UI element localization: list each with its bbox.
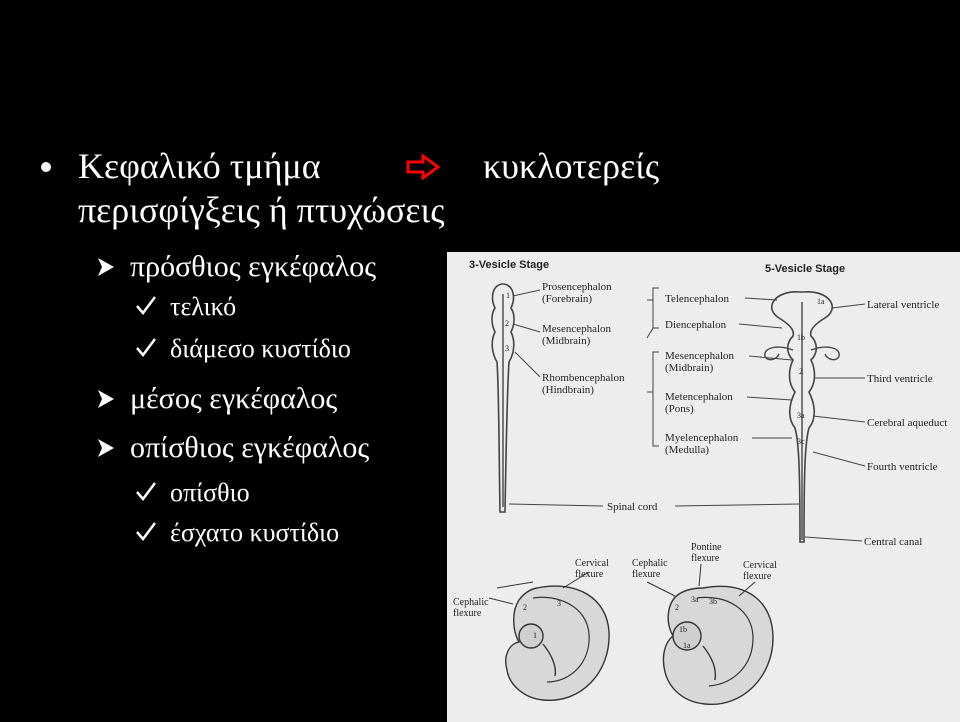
check-mark-icon	[136, 296, 156, 315]
right-pointer-icon	[98, 390, 114, 408]
label-prosencephalon: Prosencephalon	[542, 281, 612, 293]
brain-vesicle-figure: 3-Vesicle Stage 5-Vesicle Stage 1 2 3 Pr…	[447, 252, 960, 722]
hollow-right-arrow-icon	[406, 154, 441, 180]
five-vesicle-tube	[764, 291, 840, 543]
brackets	[646, 287, 659, 447]
right-pointer-icon	[98, 439, 114, 457]
label-spinal-cord: Spinal cord	[607, 501, 658, 513]
embryo-right-number-2: 2	[675, 603, 679, 612]
label-myelencephalon: Myelencephalon	[665, 432, 739, 444]
label-cervical-flexure-right-2: flexure	[743, 571, 772, 582]
label-pontine-flexure-1: Pontine	[691, 542, 722, 553]
embryo-left-number-1: 1	[533, 631, 537, 640]
label-pontine-flexure-2: flexure	[691, 553, 720, 564]
three-leader-lines	[512, 289, 541, 378]
three-number-1: 1	[506, 291, 510, 300]
label-midbrain-5: (Midbrain)	[665, 362, 714, 374]
three-number-2: 2	[505, 319, 509, 328]
three-vesicle-title: 3-Vesicle Stage	[469, 259, 549, 271]
label-metencephalon: Metencephalon	[665, 391, 733, 403]
check-mark-icon	[136, 338, 156, 357]
brain-vesicle-diagram: 3-Vesicle Stage 5-Vesicle Stage 1 2 3 Pr…	[453, 259, 947, 705]
label-cephalic-flexure-left-1: Cephalic	[453, 597, 489, 608]
label-cephalic-flexure-left-2: flexure	[453, 608, 482, 619]
embryo-right	[646, 563, 774, 705]
bullet-dot-icon	[41, 162, 51, 172]
label-pons: (Pons)	[665, 403, 694, 415]
label-lateral-ventricle: Lateral ventricle	[867, 299, 939, 311]
right-leader-lines	[508, 303, 866, 542]
five-number-1b: 1b	[797, 333, 805, 342]
label-cervical-flexure-mid-2: flexure	[575, 569, 604, 580]
label-hindbrain: (Hindbrain)	[542, 384, 594, 396]
embryo-right-number-1b: 1b	[679, 625, 687, 634]
embryo-left-number-3: 3	[557, 599, 561, 608]
hindbrain-sub-myelencephalon: έσχατο κυστίδιο	[170, 518, 340, 547]
label-mesencephalon-5: Mesencephalon	[665, 350, 735, 362]
label-midbrain-3: (Midbrain)	[542, 335, 591, 347]
check-mark-icon	[136, 482, 156, 501]
embryo-left	[488, 571, 610, 701]
label-telencephalon: Telencephalon	[665, 293, 729, 305]
hindbrain-item: οπίσθιος εγκέφαλος	[130, 431, 370, 464]
embryo-right-number-3a: 3a	[691, 595, 699, 604]
label-diencephalon: Diencephalon	[665, 319, 727, 331]
main-point-line1-a: Κεφαλικό τμήμα	[78, 146, 321, 186]
main-point-line1-b: κυκλοτερείς	[483, 146, 660, 186]
hindbrain-sub-metencephalon: οπίσθιο	[170, 478, 250, 507]
embryo-right-number-1a: 1a	[683, 641, 691, 650]
embryo-right-number-3b: 3b	[709, 597, 717, 606]
label-cervical-flexure-mid-1: Cervical	[575, 558, 609, 569]
check-mark-icon	[136, 522, 156, 541]
right-pointer-icon	[98, 258, 114, 276]
five-number-3a: 3a	[797, 411, 805, 420]
label-cerebral-aqueduct: Cerebral aqueduct	[867, 417, 947, 429]
forebrain-sub-diencephalon: διάμεσο κυστίδιο	[170, 334, 351, 363]
forebrain-sub-telencephalon: τελικό	[170, 292, 237, 321]
five-number-3c: 3c	[797, 437, 805, 446]
three-vesicle-tube	[491, 283, 515, 513]
main-point-line2: περισφίγξεις ή πτυχώσεις	[78, 190, 445, 230]
label-fourth-ventricle: Fourth ventricle	[867, 461, 938, 473]
label-rhombencephalon: Rhombencephalon	[542, 372, 625, 384]
label-central-canal: Central canal	[864, 536, 922, 548]
five-number-1a: 1a	[817, 297, 825, 306]
five-number-2: 2	[799, 367, 803, 376]
label-mesencephalon-3: Mesencephalon	[542, 323, 612, 335]
midbrain-item: μέσος εγκέφαλος	[130, 382, 338, 415]
five-leader-lines	[738, 297, 793, 439]
label-cephalic-flexure-mid-2: flexure	[632, 569, 661, 580]
label-medulla: (Medulla)	[665, 444, 709, 456]
embryo-left-number-2: 2	[523, 603, 527, 612]
label-third-ventricle: Third ventricle	[867, 373, 933, 385]
label-forebrain: (Forebrain)	[542, 293, 592, 305]
three-number-3: 3	[505, 344, 509, 353]
five-vesicle-title: 5-Vesicle Stage	[765, 263, 845, 275]
label-cephalic-flexure-mid-1: Cephalic	[632, 558, 668, 569]
forebrain-item: πρόσθιος εγκέφαλος	[130, 250, 377, 283]
label-cervical-flexure-right-1: Cervical	[743, 560, 777, 571]
